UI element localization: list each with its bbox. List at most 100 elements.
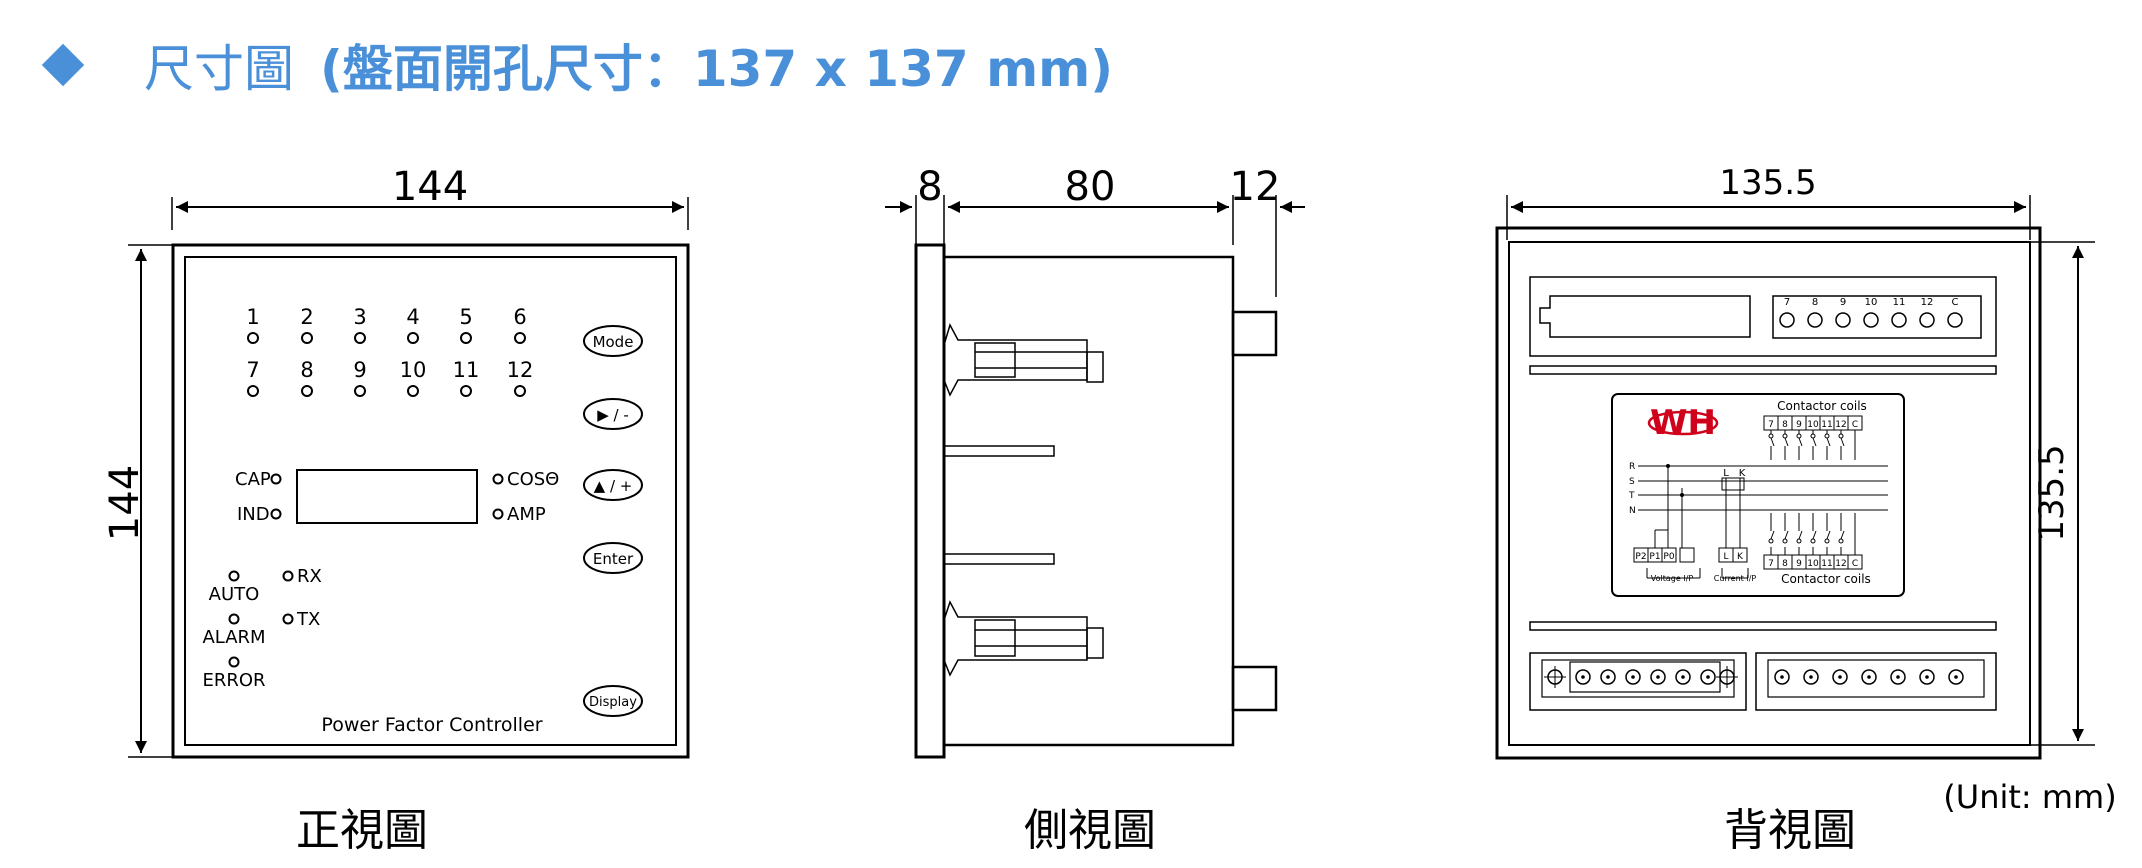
top-terminal-label-11: 11 [1893,297,1906,308]
led-number-3: 3 [353,305,366,329]
side-mounting-clip-bottom [943,600,1104,677]
cap-led [270,473,282,485]
side-view-caption: 側視圖 [1024,805,1156,856]
led-7 [247,385,259,397]
back-top-rail [1529,365,1997,375]
error-label: ERROR [202,670,265,691]
button-next-minus[interactable]: ▶ / - [583,398,643,430]
rx-led [282,570,294,582]
top-terminal-screw [1835,312,1851,328]
input-terminal-P2: P2 [1635,552,1646,562]
front-outer-frame [171,243,690,759]
coil-terminal-9: 9 [1796,559,1802,569]
lk-label-k: K [1739,468,1746,479]
top-terminal-label-8: 8 [1812,297,1818,308]
auto-label: AUTO [209,584,260,605]
top-terminal-screw [1807,312,1823,328]
coil-terminal-12: 12 [1835,420,1846,430]
led-number-1: 1 [246,305,259,329]
side-body-dim-label: 80 [1065,164,1116,210]
voltage-input-label: Voltage I/P [1651,574,1694,583]
button-enter-label: Enter [593,550,634,568]
amp-led [492,508,504,520]
terminal-screw [1803,669,1819,685]
button-up-plus-label: ▲ / + [594,477,633,495]
front-width-label: 144 [392,164,468,210]
button-mode[interactable]: Mode [583,325,643,357]
line-label-S: S [1629,477,1635,487]
top-terminal-screw [1779,312,1795,328]
side-rear-dim-label: 12 [1230,164,1281,210]
side-view [885,195,1305,759]
page-header: 尺寸圖 (盤面開孔尺寸：137 x 137 mm) [40,30,1113,100]
back-top-terminal-strip [1529,276,1997,357]
ind-led [270,508,282,520]
front-height-label: 144 [102,465,148,541]
back-bottom-rail [1529,621,1997,631]
input-terminal-K: K [1737,552,1744,562]
rx-label: RX [297,566,322,587]
led-number-9: 9 [353,358,366,382]
led-2 [301,332,313,344]
top-terminal-label-9: 9 [1840,297,1846,308]
front-display-window [296,469,478,524]
coil-terminal-10: 10 [1807,559,1819,569]
line-label-T: T [1628,491,1635,501]
terminal-screw [1832,669,1848,685]
led-number-8: 8 [300,358,313,382]
top-terminal-screw [1863,312,1879,328]
led-number-4: 4 [406,305,419,329]
back-inner-frame [1508,241,2031,746]
contactor-coils-bottom-label: Contactor coils [1781,572,1871,586]
input-terminal-P1: P1 [1649,552,1660,562]
top-terminal-screw [1947,312,1963,328]
front-inner-frame [184,256,677,746]
auto-led [228,570,240,582]
terminal-screw [1890,669,1906,685]
button-next-minus-label: ▶ / - [597,406,629,424]
led-number-6: 6 [513,305,526,329]
tx-led [282,613,294,625]
front-view-caption: 正視圖 [296,805,428,856]
back-view-caption: 背視圖 [1724,805,1856,856]
line-label-R: R [1629,462,1635,472]
coil-terminal-C: C [1852,420,1858,430]
amp-label: AMP [507,504,546,525]
contactor-coils-top-label: Contactor coils [1777,399,1867,413]
led-12 [514,385,526,397]
top-terminal-label-7: 7 [1784,297,1790,308]
top-terminal-label-12: 12 [1921,297,1934,308]
terminal-screw [1948,669,1964,685]
coil-terminal-9: 9 [1796,420,1802,430]
front-view [128,197,690,759]
led-number-2: 2 [300,305,313,329]
button-mode-label: Mode [593,333,634,351]
side-front-bezel [914,243,946,759]
button-enter[interactable]: Enter [583,542,643,574]
coil-terminal-10: 10 [1807,420,1819,430]
side-body [942,255,1235,747]
led-6 [514,332,526,344]
led-5 [460,332,472,344]
led-8 [301,385,313,397]
error-led [228,656,240,668]
terminal-screw [1919,669,1935,685]
led-4 [407,332,419,344]
top-terminal-label-C: C [1952,297,1959,308]
terminal-screw [1625,669,1641,685]
cos-label: COSΘ [507,469,559,490]
back-height-label: 135.5 [2032,444,2072,541]
button-display[interactable]: Display [583,685,643,717]
terminal-screw [1575,669,1591,685]
side-slot-top [943,445,1055,457]
back-bottom-screws [1544,666,1964,688]
unit-label: (Unit: mm) [1943,778,2116,816]
terminal-screw [1700,669,1716,685]
back-bottom-terminal-right [1755,652,1997,711]
button-up-plus[interactable]: ▲ / + [583,469,643,501]
